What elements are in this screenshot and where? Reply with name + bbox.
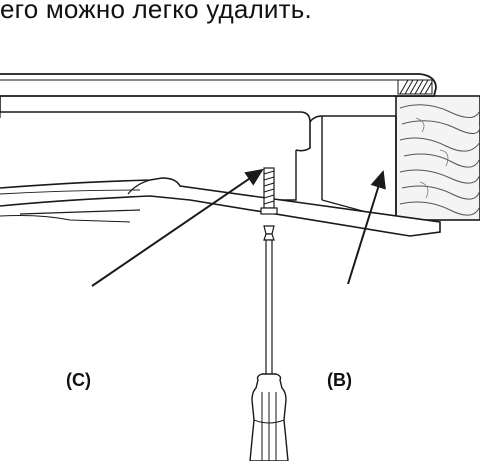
caption-text: его можно легко удалить.	[0, 0, 312, 24]
profile-body	[0, 96, 397, 221]
wood-block	[395, 95, 480, 221]
arrow-c-pointer	[91, 168, 264, 287]
label-c: (C)	[66, 370, 91, 390]
screw	[260, 167, 278, 215]
arrow-b-pointer	[347, 170, 386, 285]
label-b: (B)	[327, 370, 352, 390]
screwdriver	[249, 225, 289, 462]
hatched-cap	[397, 79, 433, 95]
spring-clip	[0, 177, 441, 237]
top-panel	[0, 73, 437, 97]
